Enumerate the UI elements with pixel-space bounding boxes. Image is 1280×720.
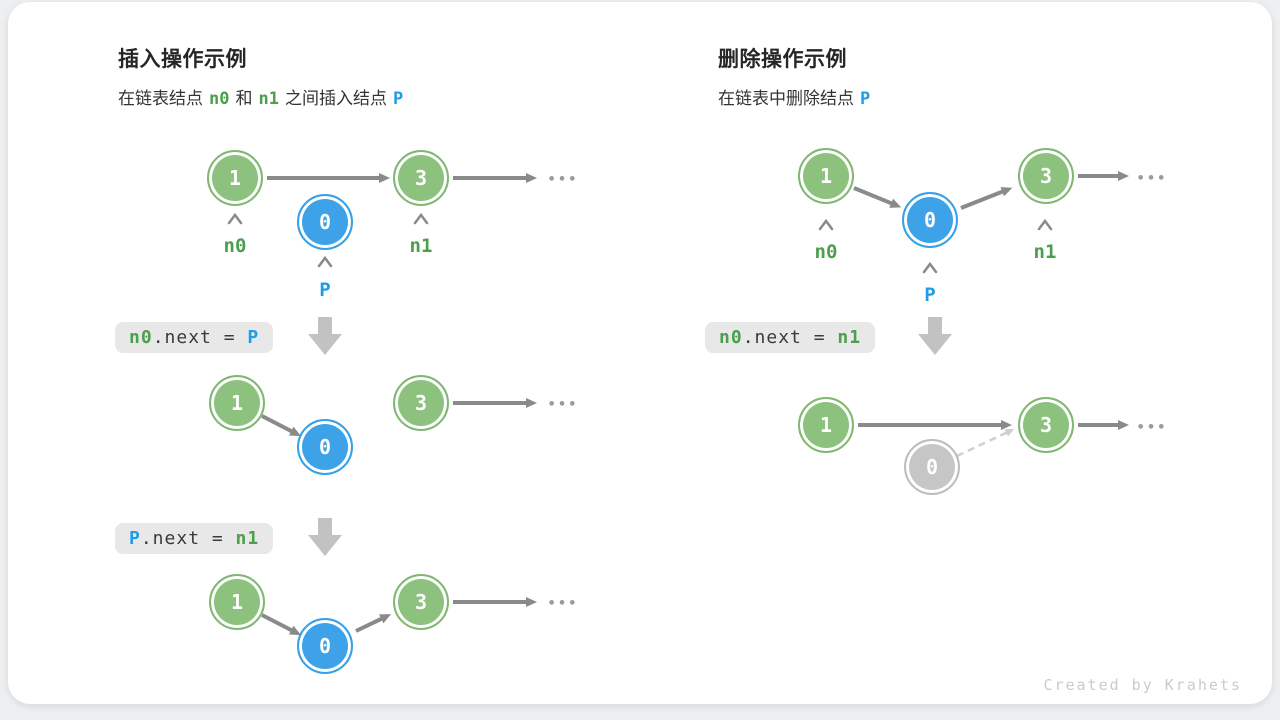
code-rhs: P (247, 327, 260, 348)
list-node-3: 3 (393, 375, 449, 431)
code-rhs: n1 (837, 327, 862, 348)
list-node-3: 3 (1018, 397, 1074, 453)
list-node-1: 1 (209, 574, 265, 630)
delete-subtitle: 在链表中删除结点 P (718, 84, 876, 109)
subtitle-text: 在链表中删除结点 (718, 89, 854, 108)
pointer-label-n0: n0 (223, 235, 247, 257)
code-op: .next = (140, 528, 236, 549)
pointer-label-n1: n1 (1033, 241, 1057, 263)
list-node-p: 0 (902, 192, 958, 248)
node-value: 1 (230, 391, 244, 415)
node-value: 1 (230, 590, 244, 614)
token-n0: n0 (209, 89, 230, 109)
list-node-p: 0 (297, 194, 353, 250)
list-ellipsis: ••• (547, 397, 579, 413)
list-node-1: 1 (798, 397, 854, 453)
code-lhs: n0 (129, 327, 153, 348)
delete-title: 删除操作示例 (718, 48, 847, 71)
code-op: .next = (742, 327, 838, 348)
token-p: P (392, 89, 404, 109)
pointer-label-p: P (319, 279, 331, 301)
list-node-p-removed: 0 (904, 439, 960, 495)
node-value: 0 (318, 210, 332, 234)
list-node-3: 3 (393, 574, 449, 630)
credit-text: Created by Krahets (1043, 676, 1242, 694)
node-value: 3 (414, 166, 428, 190)
list-ellipsis: ••• (1136, 171, 1168, 187)
node-value: 3 (1039, 164, 1053, 188)
subtitle-text: 和 (235, 89, 253, 108)
node-value: 0 (925, 455, 939, 479)
insert-title: 插入操作示例 (118, 48, 247, 71)
pointer-label-n1: n1 (409, 235, 433, 257)
node-value: 0 (923, 208, 937, 232)
list-ellipsis: ••• (547, 596, 579, 612)
list-node-3: 3 (1018, 148, 1074, 204)
code-box-n0-next-p: n0.next = P (115, 322, 274, 353)
list-ellipsis: ••• (1136, 420, 1168, 436)
list-node-1: 1 (798, 148, 854, 204)
subtitle-text: 之间插入结点 (284, 89, 387, 108)
list-node-1: 1 (209, 375, 265, 431)
code-rhs: n1 (235, 528, 260, 549)
node-value: 1 (819, 164, 833, 188)
pointer-label-p: P (924, 284, 936, 306)
node-value: 3 (1039, 413, 1053, 437)
node-value: 1 (228, 166, 242, 190)
code-box-n0-next-n1: n0.next = n1 (705, 322, 876, 353)
pointer-label-n0: n0 (814, 241, 838, 263)
token-n1: n1 (258, 89, 279, 109)
code-lhs: n0 (719, 327, 743, 348)
list-node-p: 0 (297, 419, 353, 475)
node-value: 3 (414, 391, 428, 415)
node-value: 1 (819, 413, 833, 437)
list-ellipsis: ••• (547, 172, 579, 188)
node-value: 0 (318, 435, 332, 459)
list-node-p: 0 (297, 618, 353, 674)
subtitle-text: 在链表结点 (118, 89, 203, 108)
node-value: 3 (414, 590, 428, 614)
code-op: .next = (152, 327, 248, 348)
list-node-1: 1 (207, 150, 263, 206)
node-value: 0 (318, 634, 332, 658)
code-box-p-next-n1: P.next = n1 (115, 523, 274, 554)
token-p: P (860, 89, 871, 109)
list-node-3: 3 (393, 150, 449, 206)
insert-subtitle: 在链表结点 n0 和 n1 之间插入结点 P (118, 84, 409, 109)
code-lhs: P (129, 528, 141, 549)
